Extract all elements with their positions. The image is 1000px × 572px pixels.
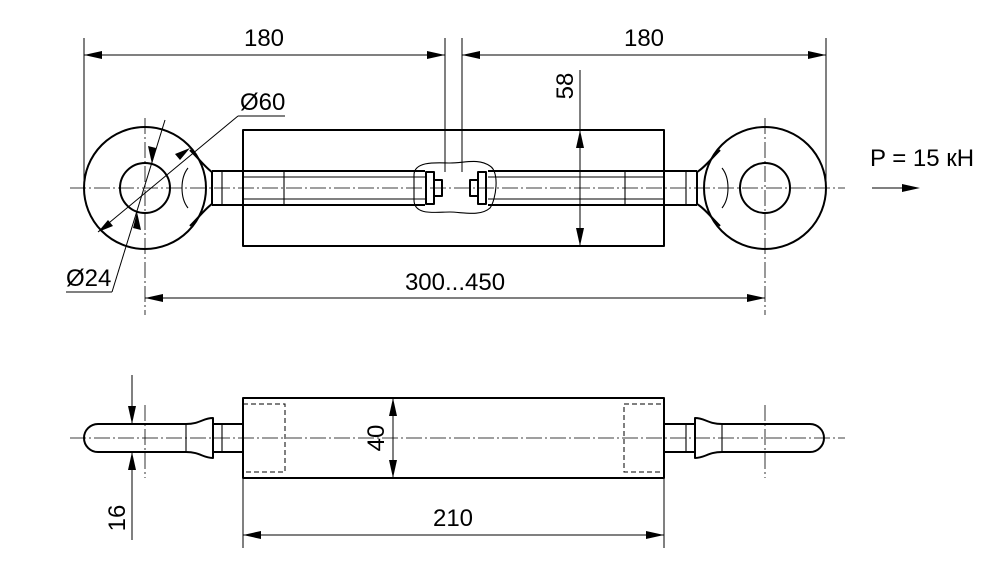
right-eye-side <box>663 417 825 459</box>
arrow <box>133 212 141 230</box>
arrow <box>98 220 113 232</box>
load-arrow-head <box>902 184 920 192</box>
threaded-rods <box>212 170 697 206</box>
dim-40-label: 40 <box>363 425 390 452</box>
arrow <box>576 228 584 246</box>
dim-180-right-label: 180 <box>624 25 664 52</box>
arrow <box>389 460 397 478</box>
arrow <box>646 531 664 539</box>
arrow <box>145 294 163 302</box>
arrow <box>389 398 397 416</box>
arrow <box>84 51 102 59</box>
arrow <box>175 148 190 160</box>
arrow <box>128 452 136 470</box>
extension-lines <box>83 38 827 186</box>
load-label: P = 15 кН <box>870 145 974 172</box>
dim-58-label: 58 <box>552 73 579 100</box>
arrow <box>427 51 445 59</box>
center-nut-detail <box>413 160 497 214</box>
sleeve-body <box>242 129 665 247</box>
arrow <box>747 294 765 302</box>
arrow <box>462 51 480 59</box>
arrow <box>148 146 156 164</box>
arrow <box>808 51 826 59</box>
dia24-label: Ø24 <box>66 265 111 292</box>
dia24-leader <box>111 119 166 293</box>
dia60-leader <box>97 115 239 233</box>
top-view: 180 180 58 Ø60 Ø24 300...450 P = 15 кН <box>66 25 974 315</box>
dim-16-label: 16 <box>104 505 131 532</box>
arrow <box>243 531 261 539</box>
dim-210-label: 210 <box>433 505 473 532</box>
arrow <box>576 130 584 148</box>
dim-300-450-label: 300...450 <box>405 269 505 296</box>
arrow <box>128 406 136 424</box>
bottom-view: 40 16 210 <box>70 375 845 548</box>
dia60-label: Ø60 <box>240 89 285 116</box>
left-eye-side <box>83 417 244 459</box>
dim-180-left-label: 180 <box>244 25 284 52</box>
